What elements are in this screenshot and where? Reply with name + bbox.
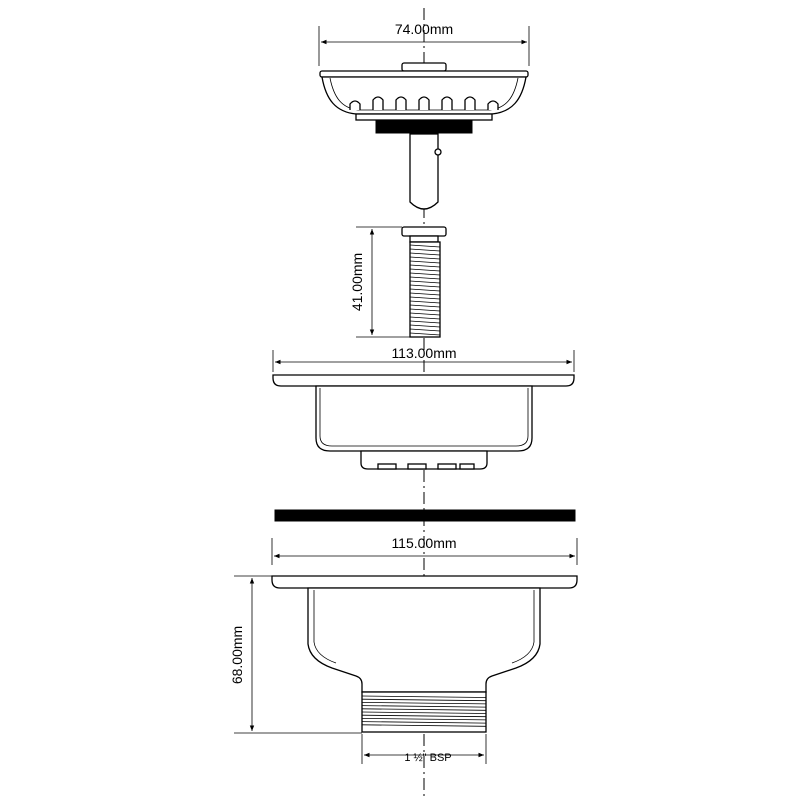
basket-seal-block (375, 119, 473, 134)
outlet-thread-line (361, 711, 487, 714)
basket-rim (319, 70, 529, 78)
screw-thread-line (409, 276, 441, 280)
screw-thread-line (409, 328, 441, 332)
connecting-screw: 41.00mm (349, 226, 447, 338)
outlet-thread-line (361, 705, 487, 708)
screw-thread-line (409, 292, 441, 296)
flange-top-plate (272, 374, 575, 387)
strainer-basket: 74.00mm (318, 21, 530, 210)
outlet-threads (361, 695, 487, 727)
screw-thread-line (409, 304, 441, 308)
outlet-thread-line (361, 708, 487, 711)
flange-bottom-width-label: 115.00mm (391, 535, 456, 551)
outlet-thread-line (361, 721, 487, 724)
body-inner-contour-right (511, 590, 535, 664)
screw-thread-line (409, 308, 441, 312)
flange-top-width-label: 113.00mm (391, 345, 456, 361)
basket-stem (409, 133, 439, 210)
outlet-thread-line (361, 714, 487, 718)
outlet-thread-line (361, 702, 487, 705)
screw-thread-line (409, 312, 441, 316)
screw-thread-line (409, 268, 441, 272)
screw-thread-line (409, 332, 441, 336)
screw-thread-line (409, 316, 441, 320)
screw-thread-line (409, 320, 441, 324)
screw-thread-line (409, 244, 441, 248)
screw-thread-line (409, 248, 441, 252)
screw-thread-line (409, 324, 441, 328)
flange-top-bowl (315, 385, 533, 452)
basket-seal-ring (355, 113, 493, 121)
body-housing (307, 587, 541, 693)
outlet-thread-line (361, 724, 487, 727)
flange-bottom-plate (271, 575, 578, 589)
screw-head (401, 226, 447, 237)
screw-thread-line (409, 260, 441, 264)
basket-width-label: 74.00mm (395, 21, 453, 37)
body-inner-contour-left (313, 590, 337, 664)
body-height-label: 68.00mm (229, 626, 245, 684)
screw-length-label: 41.00mm (349, 253, 365, 311)
screw-thread-line (409, 264, 441, 268)
screw-threads (409, 244, 441, 336)
strainer-body: 115.00mm 68.00mm 1 ½" BSP (229, 535, 578, 764)
basket-slots (349, 96, 499, 110)
basket-knob (401, 62, 447, 72)
screw-thread-line (409, 280, 441, 284)
screw-thread-line (409, 296, 441, 300)
flange-top-bowl-inner (319, 388, 529, 447)
outlet-thread-line (361, 695, 487, 698)
sink-flange-top: 113.00mm (272, 345, 575, 470)
screw-thread-line (409, 256, 441, 260)
screw-thread-line (409, 288, 441, 292)
screw-thread-line (409, 284, 441, 288)
flange-top-grate-slots (377, 463, 475, 470)
screw-thread-line (409, 300, 441, 304)
screw-thread-line (409, 272, 441, 276)
outlet-thread-line (361, 698, 487, 702)
thread-size-label: 1 ½" BSP (404, 752, 451, 764)
screw-neck (409, 235, 439, 243)
stem-pin (434, 148, 442, 156)
outlet-thread-line (361, 718, 487, 721)
rubber-gasket (274, 509, 576, 522)
screw-thread-line (409, 252, 441, 256)
